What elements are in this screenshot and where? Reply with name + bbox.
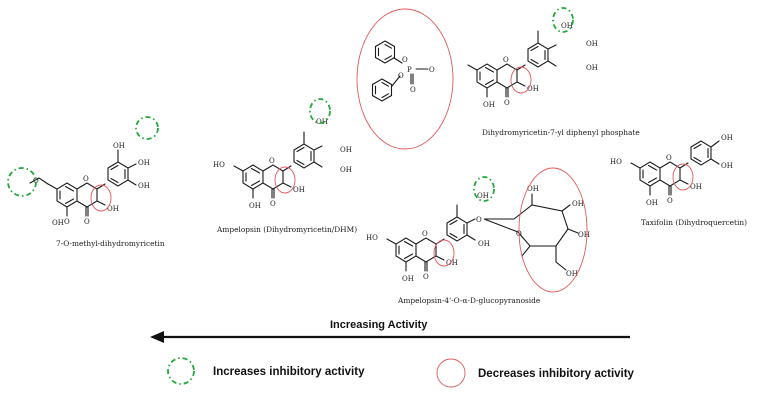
red-highlight-circle <box>518 167 588 293</box>
hydroxyl-label: OH <box>721 134 733 142</box>
phosphorus-label: P <box>407 66 412 74</box>
oxo-label: O <box>33 177 39 185</box>
hydroxyl-label: OH <box>446 259 458 267</box>
legend-red-circle <box>436 358 466 388</box>
hydroxyl-label: OH <box>477 192 489 200</box>
green-highlight-circle <box>309 98 331 124</box>
hydroxyl-label: HO <box>213 161 225 169</box>
green-highlight-circle <box>7 167 37 197</box>
compound-name-ampelopsin: Ampelopsin (Dihydromyricetin/DHM) <box>216 225 357 234</box>
compound-name-taxifolin: Taxifolin (Dihydroquercetin) <box>641 218 747 227</box>
oxo-label: O <box>402 56 408 64</box>
oxo-label: O <box>666 154 672 162</box>
legend-green-circle <box>167 357 195 385</box>
hydroxyl-label: HO <box>610 158 622 166</box>
hydroxyl-label: OH <box>566 270 578 278</box>
oxo-label: O <box>269 157 275 165</box>
legend: Increases inhibitory activity Decreases … <box>167 357 635 388</box>
hydroxyl-label: OH <box>561 22 573 30</box>
hydroxyl-label: OH <box>402 275 414 283</box>
hydroxyl-label: OH <box>586 40 598 48</box>
oxo-label: O <box>503 56 509 64</box>
oxo-label: O <box>476 216 482 224</box>
oxo-label: O <box>84 218 90 226</box>
hydroxyl-label: OH <box>249 202 261 210</box>
structure-7-o-methyl-dihydromyricetin: O OH O OH O O OH OH OH 7-O-methyl-dihydr… <box>7 116 165 248</box>
red-highlight-circle <box>433 239 455 267</box>
oxo-label: O <box>398 72 404 80</box>
oxo-label: O <box>667 197 673 205</box>
legend-decrease-text: Decreases inhibitory activity <box>478 368 635 380</box>
structure-ampelopsin: OH O OH O HO OH OH OH Ampelopsin (Dihydr… <box>213 98 357 234</box>
oxo-label: O <box>64 218 70 226</box>
hydroxyl-label: OH <box>527 185 539 193</box>
oxo-label: O <box>270 200 276 208</box>
oxo-label: O <box>504 99 510 107</box>
oxo-label: O <box>410 86 416 94</box>
structure-glucopyranoside: OH O OH O HO OH O OH O OH OH OH OH Ampel… <box>366 167 590 305</box>
activity-arrow-label: Increasing Activity <box>330 319 428 331</box>
hydroxyl-label: OH <box>52 219 64 227</box>
red-highlight-circle <box>90 184 112 212</box>
oxo-label: O <box>422 230 428 238</box>
hydroxyl-label: OH <box>107 205 119 213</box>
hydroxyl-label: OH <box>138 182 150 190</box>
compound-name-7-o-methyl-dhm: 7-O-methyl-dihydromyricetin <box>56 239 165 248</box>
red-highlight-circle <box>672 163 694 191</box>
hydroxyl-label: OH <box>586 64 598 72</box>
oxo-label: O <box>83 175 89 183</box>
hydroxyl-label: OH <box>340 146 352 154</box>
oxo-label: O <box>429 66 435 74</box>
compound-name-diphenyl-phosphate: Dihydromyricetin-7-yl diphenyl phosphate <box>482 128 640 137</box>
activity-arrow: Increasing Activity <box>150 319 630 343</box>
oxo-label: O <box>423 273 429 281</box>
hydroxyl-label: OH <box>293 186 305 194</box>
hydroxyl-label: OH <box>721 162 733 170</box>
hydroxyl-label: OH <box>113 142 125 150</box>
green-highlight-circle <box>135 116 159 140</box>
hydroxyl-label: OH <box>646 199 658 207</box>
hydroxyl-label: OH <box>483 101 495 109</box>
red-highlight-circle <box>356 8 454 150</box>
green-highlight-circle <box>473 176 495 202</box>
red-highlight-circle <box>510 66 532 94</box>
hydroxyl-label: OH <box>340 166 352 174</box>
red-highlight-circle <box>274 166 296 194</box>
structure-diphenyl-phosphate: P O O O O OH O OH O OH OH OH Dihydromyri… <box>356 7 640 150</box>
legend-increase-text: Increases inhibitory activity <box>213 366 365 378</box>
hydroxyl-label: OH <box>138 159 150 167</box>
hydroxyl-label: OH <box>572 200 584 208</box>
hydroxyl-label: OH <box>527 85 539 93</box>
structure-taxifolin: OH O OH O HO OH OH Taxifolin (Dihydroque… <box>610 134 747 227</box>
hydroxyl-label: HO <box>366 234 378 242</box>
compound-name-glucopyranoside: Ampelopsin-4'-O-α-D-glucopyranoside <box>397 296 540 305</box>
green-highlight-circle <box>552 7 574 33</box>
hydroxyl-label: OH <box>578 231 590 239</box>
hydroxyl-label: OH <box>690 183 702 191</box>
hydroxyl-label: OH <box>478 240 490 248</box>
